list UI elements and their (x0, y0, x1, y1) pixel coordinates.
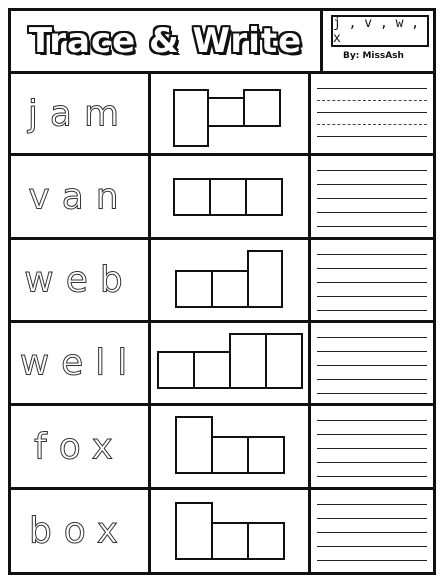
trace-cell: well (11, 323, 151, 403)
writing-line (317, 546, 427, 547)
writing-line (317, 518, 427, 519)
writing-lines (311, 240, 433, 320)
trace-word: jam (27, 93, 132, 135)
writing-line (317, 254, 427, 255)
writing-lines (311, 490, 433, 572)
letters-label: j , v , w , x (331, 15, 429, 47)
word-row: box (11, 487, 433, 572)
writing-lines (311, 406, 433, 487)
word-row: fox (11, 403, 433, 487)
writing-line (317, 420, 427, 421)
letter-box (265, 333, 303, 389)
word-shape-cell (151, 490, 311, 572)
letter-box (247, 436, 285, 474)
writing-line (317, 100, 427, 101)
word-row: well (11, 320, 433, 403)
word-row: jam (11, 71, 433, 153)
word-shape-cell (151, 240, 311, 320)
letter-box (175, 270, 213, 308)
trace-cell: web (11, 240, 151, 320)
worksheet: Trace & Write j , v , w , x By: MissAsh … (8, 8, 436, 575)
writing-line (317, 170, 427, 171)
trace-word: well (19, 342, 140, 384)
letter-box (175, 416, 213, 474)
writing-line (317, 88, 427, 89)
trace-cell: van (11, 156, 151, 237)
writing-line (317, 476, 427, 477)
letter-box (243, 89, 281, 127)
letter-box (211, 436, 249, 474)
writing-line (317, 268, 427, 269)
letter-box (209, 178, 247, 216)
writing-line (317, 434, 427, 435)
word-shape-cell (151, 156, 311, 237)
letter-box (207, 97, 245, 127)
letter-box (229, 333, 267, 389)
writing-line (317, 560, 427, 561)
letter-box (211, 522, 249, 560)
writing-line (317, 212, 427, 213)
letter-box (247, 522, 285, 560)
writing-line (317, 393, 427, 394)
letter-box (211, 270, 249, 308)
writing-line (317, 462, 427, 463)
writing-line (317, 504, 427, 505)
trace-word: box (28, 510, 131, 552)
writing-line (317, 124, 427, 125)
writing-line (317, 136, 427, 137)
letter-box (175, 502, 213, 560)
letter-box (173, 89, 209, 147)
letter-box (157, 351, 195, 389)
letter-box (173, 178, 211, 216)
trace-cell: jam (11, 74, 151, 153)
trace-word: fox (34, 426, 125, 468)
page-title: Trace & Write (28, 21, 303, 61)
writing-line (317, 226, 427, 227)
author-credit: By: MissAsh (343, 51, 404, 61)
writing-line (317, 379, 427, 380)
word-shape-cell (151, 323, 311, 403)
word-shape-cell (151, 74, 311, 153)
writing-line (317, 112, 427, 113)
writing-lines (311, 156, 433, 237)
writing-line (317, 337, 427, 338)
trace-cell: fox (11, 406, 151, 487)
letter-box (193, 351, 231, 389)
writing-line (317, 310, 427, 311)
trace-word: van (28, 176, 131, 218)
writing-line (317, 296, 427, 297)
letter-box (247, 250, 283, 308)
writing-line (317, 532, 427, 533)
word-row: web (11, 237, 433, 320)
writing-line (317, 282, 427, 283)
trace-word: web (24, 259, 135, 301)
writing-lines (311, 74, 433, 153)
writing-line (317, 184, 427, 185)
writing-line (317, 448, 427, 449)
writing-line (317, 351, 427, 352)
word-row: van (11, 153, 433, 237)
writing-line (317, 198, 427, 199)
title-banner: Trace & Write (11, 11, 323, 71)
word-shape-cell (151, 406, 311, 487)
writing-line (317, 365, 427, 366)
writing-lines (311, 323, 433, 403)
letter-box (245, 178, 283, 216)
trace-cell: box (11, 490, 151, 572)
